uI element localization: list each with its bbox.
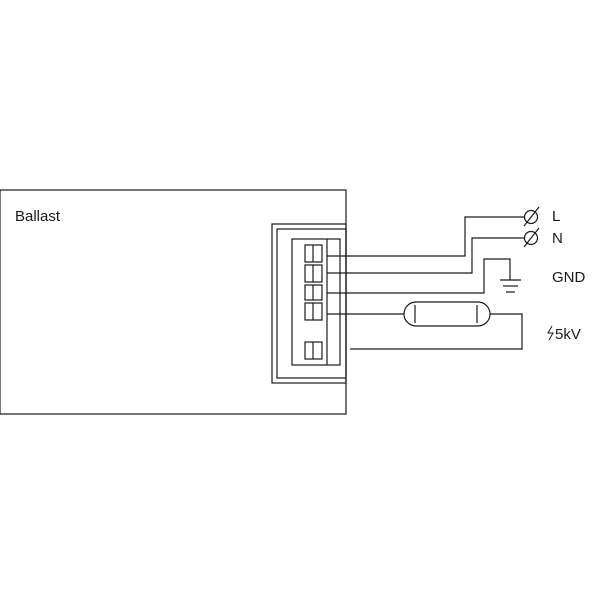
terminal-n-icon (523, 227, 540, 248)
terminal-slots (304, 244, 323, 360)
high-voltage-icon (547, 325, 554, 341)
lamp-icon (403, 301, 491, 327)
terminal-connector (271, 223, 347, 384)
wire-lamp-return (350, 313, 523, 350)
label-l: L (552, 208, 560, 225)
wire-neutral (327, 237, 524, 274)
label-n: N (552, 230, 563, 247)
label-gnd: GND (552, 269, 586, 286)
wire-ground (327, 258, 511, 294)
ground-icon (500, 279, 521, 293)
ballast-label: Ballast (15, 208, 61, 225)
label-ignition-voltage: 5kV (555, 326, 581, 343)
wire-line (327, 216, 524, 257)
terminal-l-icon (523, 206, 540, 227)
